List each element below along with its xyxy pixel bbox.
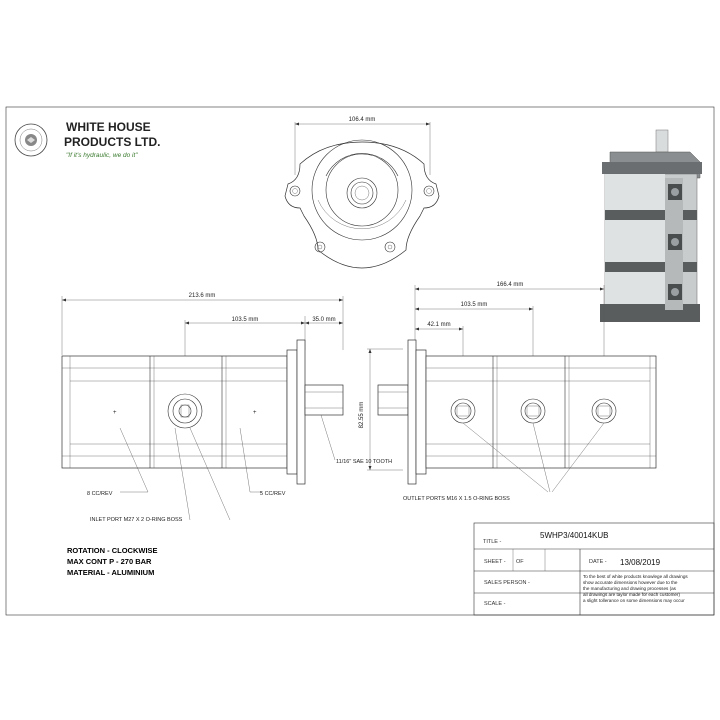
note-outlet: OUTLET PORTS M16 X 1.5 O-RING BOSS [403, 496, 510, 502]
dim-right-mid: 103.5 mm [461, 302, 488, 308]
scale-label: SCALE - [484, 601, 506, 607]
sales-label: SALES PERSON - [484, 580, 530, 586]
pump-3d-render [600, 129, 702, 322]
date-value: 13/08/2019 [620, 558, 661, 567]
dim-left-flange: 35.0 mm [312, 317, 335, 323]
company-logo [14, 123, 48, 157]
spec-material: MATERIAL - ALUMINIUM [67, 568, 154, 577]
dim-right-total: 166.4 mm [497, 282, 524, 288]
disclaimer-line-4: all drawings are taylor made for each cu… [583, 592, 680, 597]
disclaimer-line-2: show accurate dimensions however due to … [583, 580, 678, 585]
note-cc-left: 8 CC/REV [87, 491, 113, 497]
note-inlet: INLET PORT M27 X 2 O-RING BOSS [90, 517, 183, 523]
title-label: TITLE - [483, 539, 502, 545]
drawing-border [5, 106, 715, 616]
spec-pressure: MAX CONT P - 270 BAR [67, 557, 152, 566]
date-label: DATE - [589, 559, 607, 565]
dim-right-first: 42.1 mm [427, 322, 450, 328]
sheet-label: SHEET - [484, 559, 506, 565]
left-side-view: + + [61, 296, 344, 521]
company-tagline: "If it's hydraulic, we do it" [66, 152, 138, 159]
title-block [473, 522, 715, 616]
dim-left-mid: 103.5 mm [232, 317, 259, 323]
note-cc-right: 5 CC/REV [260, 491, 286, 497]
dim-left-total: 213.6 mm [189, 293, 216, 299]
disclaimer-line-3: the manufacturing and drawing processes … [583, 586, 677, 591]
end-view [284, 122, 440, 269]
dim-top-width: 106.4 mm [349, 117, 376, 123]
company-name-line1: WHITE HOUSE [66, 120, 151, 134]
spec-rotation: ROTATION - CLOCKWISE [67, 546, 158, 555]
right-side-view [367, 285, 657, 493]
disclaimer-line-5: a slight tollerance on some dimensions m… [583, 598, 685, 603]
title-part-number: 5WHP3/40014KUB [540, 531, 608, 540]
svg-text:+: + [113, 410, 117, 416]
note-shaft: 11/16" SAE 10 TOOTH [336, 459, 392, 465]
of-label: OF [516, 559, 524, 565]
disclaimer-line-1: To the best of white products knowlege a… [583, 574, 688, 579]
svg-text:+: + [253, 410, 257, 416]
company-name-line2: PRODUCTS LTD. [64, 135, 160, 149]
dim-right-height: 82.55 mm [359, 402, 365, 429]
